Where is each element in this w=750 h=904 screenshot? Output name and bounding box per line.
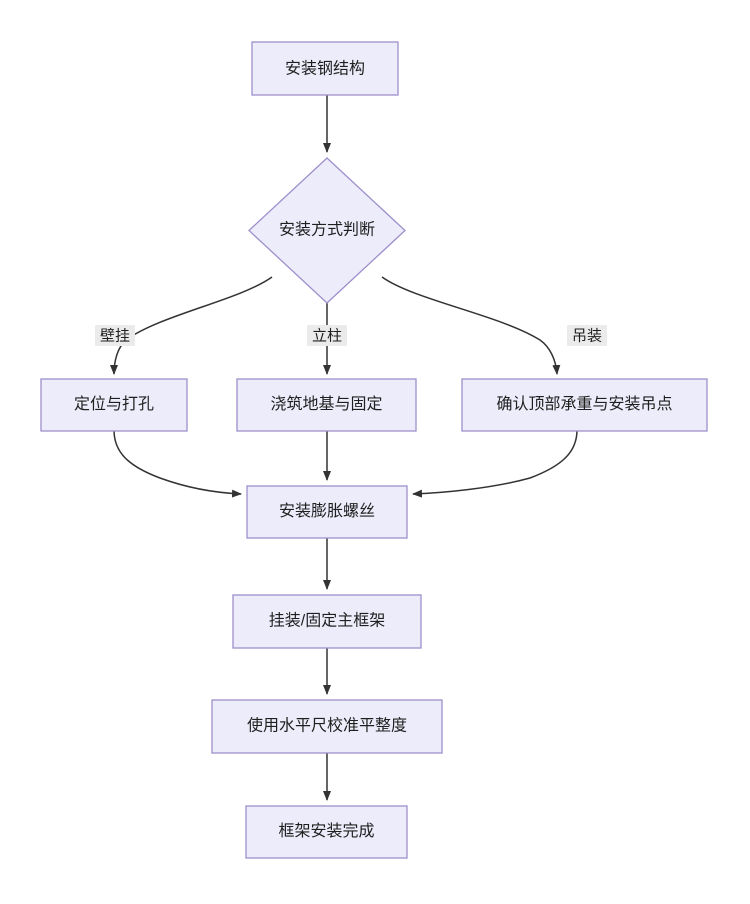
node-level-shape[interactable]	[211, 699, 443, 754]
node-level[interactable]: 使用水平尺校准平整度	[211, 699, 443, 754]
node-branch-hoist-shape[interactable]	[461, 378, 708, 432]
node-done-shape[interactable]	[245, 805, 408, 859]
node-decision-shape[interactable]	[248, 157, 406, 304]
node-decision-label: 安装方式判断	[279, 221, 375, 239]
node-merge[interactable]: 安装膨胀螺丝	[246, 485, 408, 539]
edge-label-column: 立柱	[307, 325, 347, 346]
edge-hoist-to-merge	[412, 429, 578, 498]
node-merge-shape[interactable]	[246, 485, 408, 539]
node-branch-wall-label: 定位与打孔	[74, 395, 154, 413]
node-start-shape[interactable]	[251, 41, 399, 96]
node-branch-hoist[interactable]: 确认顶部承重与安装吊点	[461, 378, 708, 432]
node-merge-label: 安装膨胀螺丝	[279, 502, 375, 520]
node-start[interactable]: 安装钢结构	[251, 41, 399, 96]
node-done-label: 框架安装完成	[278, 822, 374, 840]
node-branch-wall-shape[interactable]	[40, 378, 188, 432]
edge-label-hoist-text: 吊装	[572, 327, 602, 344]
edge-decision-to-wall	[110, 276, 273, 375]
node-branch-column-label: 浇筑地基与固定	[270, 395, 382, 413]
node-branch-hoist-label: 确认顶部承重与安装吊点	[496, 395, 672, 413]
edge-label-hoist-bg	[567, 325, 607, 346]
edge-label-wall-text: 壁挂	[100, 327, 130, 344]
node-decision[interactable]: 安装方式判断	[248, 157, 406, 304]
edge-label-wall: 壁挂	[95, 325, 135, 346]
edge-label-layer: 壁挂 立柱 吊装	[95, 325, 607, 346]
edge-label-hoist: 吊装	[567, 325, 607, 346]
edge-label-wall-bg	[95, 325, 135, 346]
node-branch-column[interactable]: 浇筑地基与固定	[236, 378, 417, 432]
edge-wall-to-merge	[113, 429, 242, 498]
node-start-label: 安装钢结构	[285, 60, 365, 78]
node-branch-column-shape[interactable]	[236, 378, 417, 432]
node-done[interactable]: 框架安装完成	[245, 805, 408, 859]
node-level-label: 使用水平尺校准平整度	[247, 717, 407, 735]
edge-label-column-text: 立柱	[312, 327, 342, 344]
node-mount-shape[interactable]	[232, 594, 422, 649]
node-mount-label: 挂装/固定主框架	[269, 612, 385, 630]
edge-label-column-bg	[307, 325, 347, 346]
edge-decision-to-hoist	[381, 276, 561, 375]
node-layer: 安装钢结构 安装方式判断 定位与打孔 浇筑地基与固定 确认顶部承重与安装吊点 安	[40, 41, 708, 859]
edge-layer	[110, 95, 578, 801]
node-mount[interactable]: 挂装/固定主框架	[232, 594, 422, 649]
node-branch-wall[interactable]: 定位与打孔	[40, 378, 188, 432]
